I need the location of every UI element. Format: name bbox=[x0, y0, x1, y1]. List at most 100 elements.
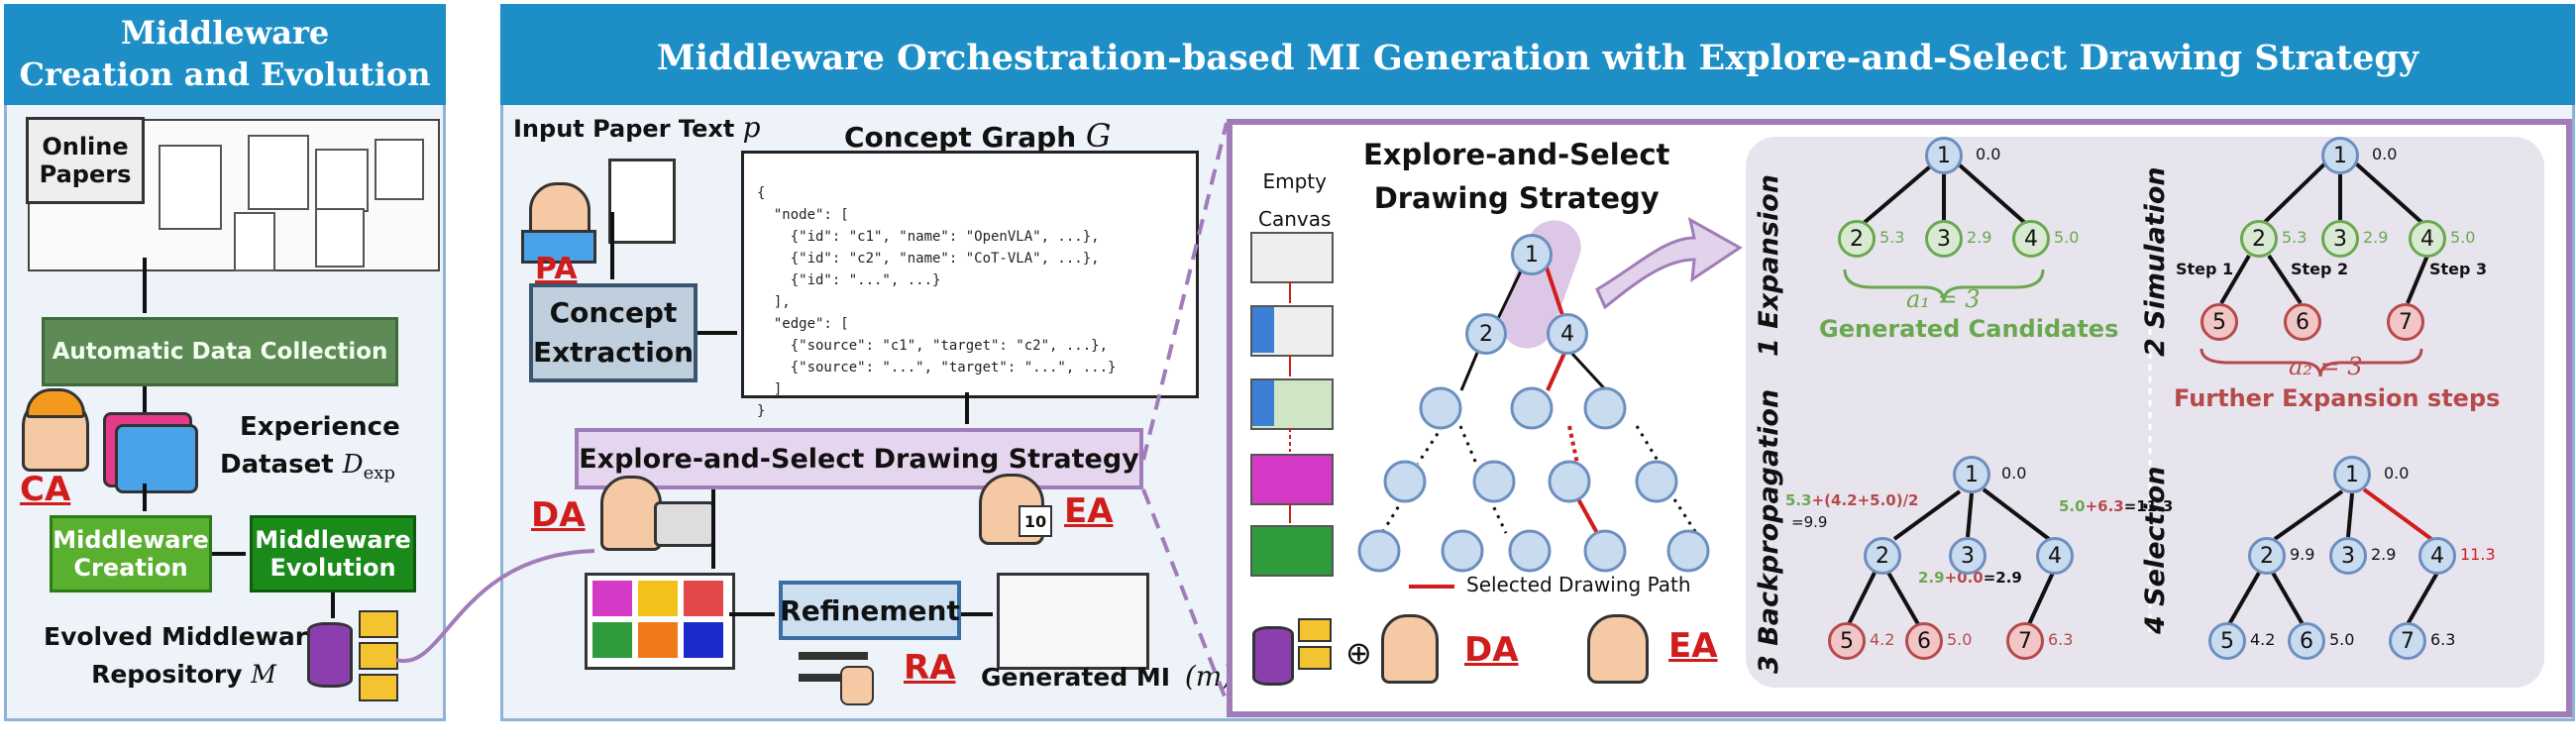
middleware-evolution-line2: Evolution bbox=[269, 554, 396, 582]
exp-root-node: 1 bbox=[1925, 137, 1963, 174]
empty-canvas-label: Empty Canvas bbox=[1258, 162, 1331, 238]
bp-leaf-val: 6.3 bbox=[2048, 630, 2074, 649]
draft-image-cell bbox=[638, 581, 678, 616]
simulation-edges bbox=[2219, 155, 2429, 305]
slider-icon bbox=[799, 652, 868, 660]
backprop-edge bbox=[1847, 572, 1877, 625]
palette-icon bbox=[654, 501, 715, 547]
tree-node bbox=[1583, 529, 1627, 573]
input-symbol: p bbox=[742, 111, 761, 144]
sim-step-label: Step 1 bbox=[2176, 260, 2234, 278]
bp-left-b: +(4.2+5.0)/2 bbox=[1811, 491, 1919, 509]
bp-right-formula: 5.0+6.3=11.3 bbox=[2059, 497, 2173, 515]
left-header: Middleware Creation and Evolution bbox=[4, 4, 446, 105]
concept-graph-text: Concept Graph bbox=[844, 121, 1077, 154]
da-person-icon bbox=[600, 476, 662, 551]
repo-to-da-curve bbox=[395, 549, 595, 664]
selected-edge bbox=[1546, 350, 1567, 391]
sel-child-node: 4 bbox=[2418, 537, 2456, 575]
sim-step-label: Step 2 bbox=[2291, 260, 2349, 278]
canvas-step-2-fill bbox=[1252, 307, 1274, 353]
middleware-evolution-line1: Middleware bbox=[255, 526, 411, 554]
empty-canvas-line2: Canvas bbox=[1258, 207, 1332, 231]
generated-mi-label: Generated MI (m) bbox=[981, 660, 1233, 693]
explore-select-box: Explore-and-Select Drawing Strategy bbox=[575, 428, 1143, 489]
draft-image-cell bbox=[684, 622, 723, 658]
concept-graph-json: { "node": [ {"id": "c1", "name": "OpenVL… bbox=[757, 161, 1116, 444]
left-header-line2: Creation and Evolution bbox=[19, 55, 431, 93]
paper-thumb-6 bbox=[375, 139, 424, 200]
backprop-edge bbox=[1982, 487, 2051, 541]
middleware-creation-line2: Creation bbox=[73, 554, 188, 582]
plus-symbol: ⊕ bbox=[1345, 634, 1372, 672]
image-icon bbox=[115, 424, 198, 493]
selection-edge bbox=[2271, 572, 2305, 625]
tree-edge bbox=[1672, 498, 1698, 534]
online-papers-line2: Papers bbox=[39, 161, 132, 188]
draft-image-cell bbox=[684, 581, 723, 616]
tree-edge bbox=[1380, 498, 1405, 534]
strategy-title: Explore-and-Select Drawing Strategy bbox=[1363, 133, 1669, 220]
tree-node bbox=[1666, 529, 1710, 573]
tree-edge bbox=[1569, 351, 1608, 392]
exp-child-val: 2.9 bbox=[1967, 228, 1992, 247]
empty-canvas-line1: Empty bbox=[1262, 169, 1327, 193]
canvas-step-3-fill bbox=[1252, 380, 1274, 426]
bp-leaf-node: 5 bbox=[1828, 622, 1866, 660]
json-line: {"id": "c2", "name": "CoT-VLA", ...}, bbox=[757, 251, 1100, 267]
sim-leaf-node: 5 bbox=[2200, 303, 2238, 341]
folder-icon bbox=[1298, 646, 1332, 670]
left-header-line1: Middleware bbox=[120, 14, 330, 52]
json-line: {"id": "c1", "name": "OpenVLA", ...}, bbox=[757, 229, 1100, 245]
sim-step-label: Step 3 bbox=[2429, 260, 2488, 278]
folder-icon-2 bbox=[359, 642, 398, 670]
paper-thumb-4 bbox=[315, 149, 369, 212]
sel-root-node: 1 bbox=[2333, 456, 2371, 493]
selected-path-label: Selected Drawing Path bbox=[1466, 573, 1691, 596]
bp-child-node: 2 bbox=[1864, 537, 1901, 575]
tree-node bbox=[1635, 460, 1678, 503]
sel-leaf-val: 6.3 bbox=[2430, 630, 2456, 649]
strategy-tree-nodes bbox=[1357, 386, 1710, 573]
tree-node bbox=[1357, 529, 1401, 573]
sel-leaf-node: 7 bbox=[2389, 622, 2426, 660]
json-line: } bbox=[757, 403, 766, 419]
hand-icon bbox=[840, 666, 874, 705]
simulation-edge bbox=[2219, 254, 2251, 305]
evolved-repo-line2: Repository M bbox=[44, 656, 324, 694]
sim-child-node: 2 bbox=[2240, 220, 2278, 258]
paper-thumb-1 bbox=[159, 145, 222, 230]
dataset-symbol: D bbox=[342, 450, 364, 480]
tree-highlight bbox=[1500, 220, 1581, 349]
simulation-edge bbox=[2261, 155, 2334, 226]
da-tag: DA bbox=[531, 495, 586, 535]
zoom-line-bottom bbox=[1141, 488, 1229, 702]
tree-node bbox=[1583, 386, 1627, 430]
expansion-label: 1 Expansion bbox=[1754, 174, 1784, 357]
sim-formula: a₂ = 3 bbox=[2289, 353, 2363, 380]
draft-image-cell bbox=[592, 581, 632, 616]
backprop-edge bbox=[1886, 572, 1920, 625]
experience-dataset-text: Dataset bbox=[220, 450, 334, 480]
bp-leaf-val: 5.0 bbox=[1947, 630, 1973, 649]
mi-symbol: (m) bbox=[1184, 660, 1234, 693]
experience-dataset-label: Dataset Dexp bbox=[220, 450, 395, 483]
bp-left-a: 5.3 bbox=[1785, 491, 1812, 509]
pa-book-icon bbox=[521, 230, 596, 264]
simulation-label: 2 Simulation bbox=[2140, 166, 2171, 357]
concept-graph-label: Concept Graph G bbox=[844, 117, 1111, 155]
json-line: ], bbox=[757, 294, 791, 310]
slider-icon-2 bbox=[799, 674, 868, 682]
auto-collection-box: Automatic Data Collection bbox=[42, 317, 398, 386]
ea-tag: EA bbox=[1064, 491, 1114, 531]
tree-edge bbox=[1416, 425, 1445, 465]
bp-mid-a: 2.9 bbox=[1918, 569, 1945, 587]
bp-mid-c: =2.9 bbox=[1983, 569, 2022, 587]
paper-thumb-3 bbox=[234, 212, 275, 271]
exp-caption: Generated Candidates bbox=[1819, 315, 2119, 343]
sel-leaf-val: 4.2 bbox=[2250, 630, 2276, 649]
tree-node bbox=[1548, 460, 1591, 503]
middleware-evolution-box: Middleware Evolution bbox=[250, 515, 416, 592]
sel-child-node: 2 bbox=[2248, 537, 2286, 575]
json-line: {"source": "...", "target": "...", ...} bbox=[757, 360, 1117, 376]
